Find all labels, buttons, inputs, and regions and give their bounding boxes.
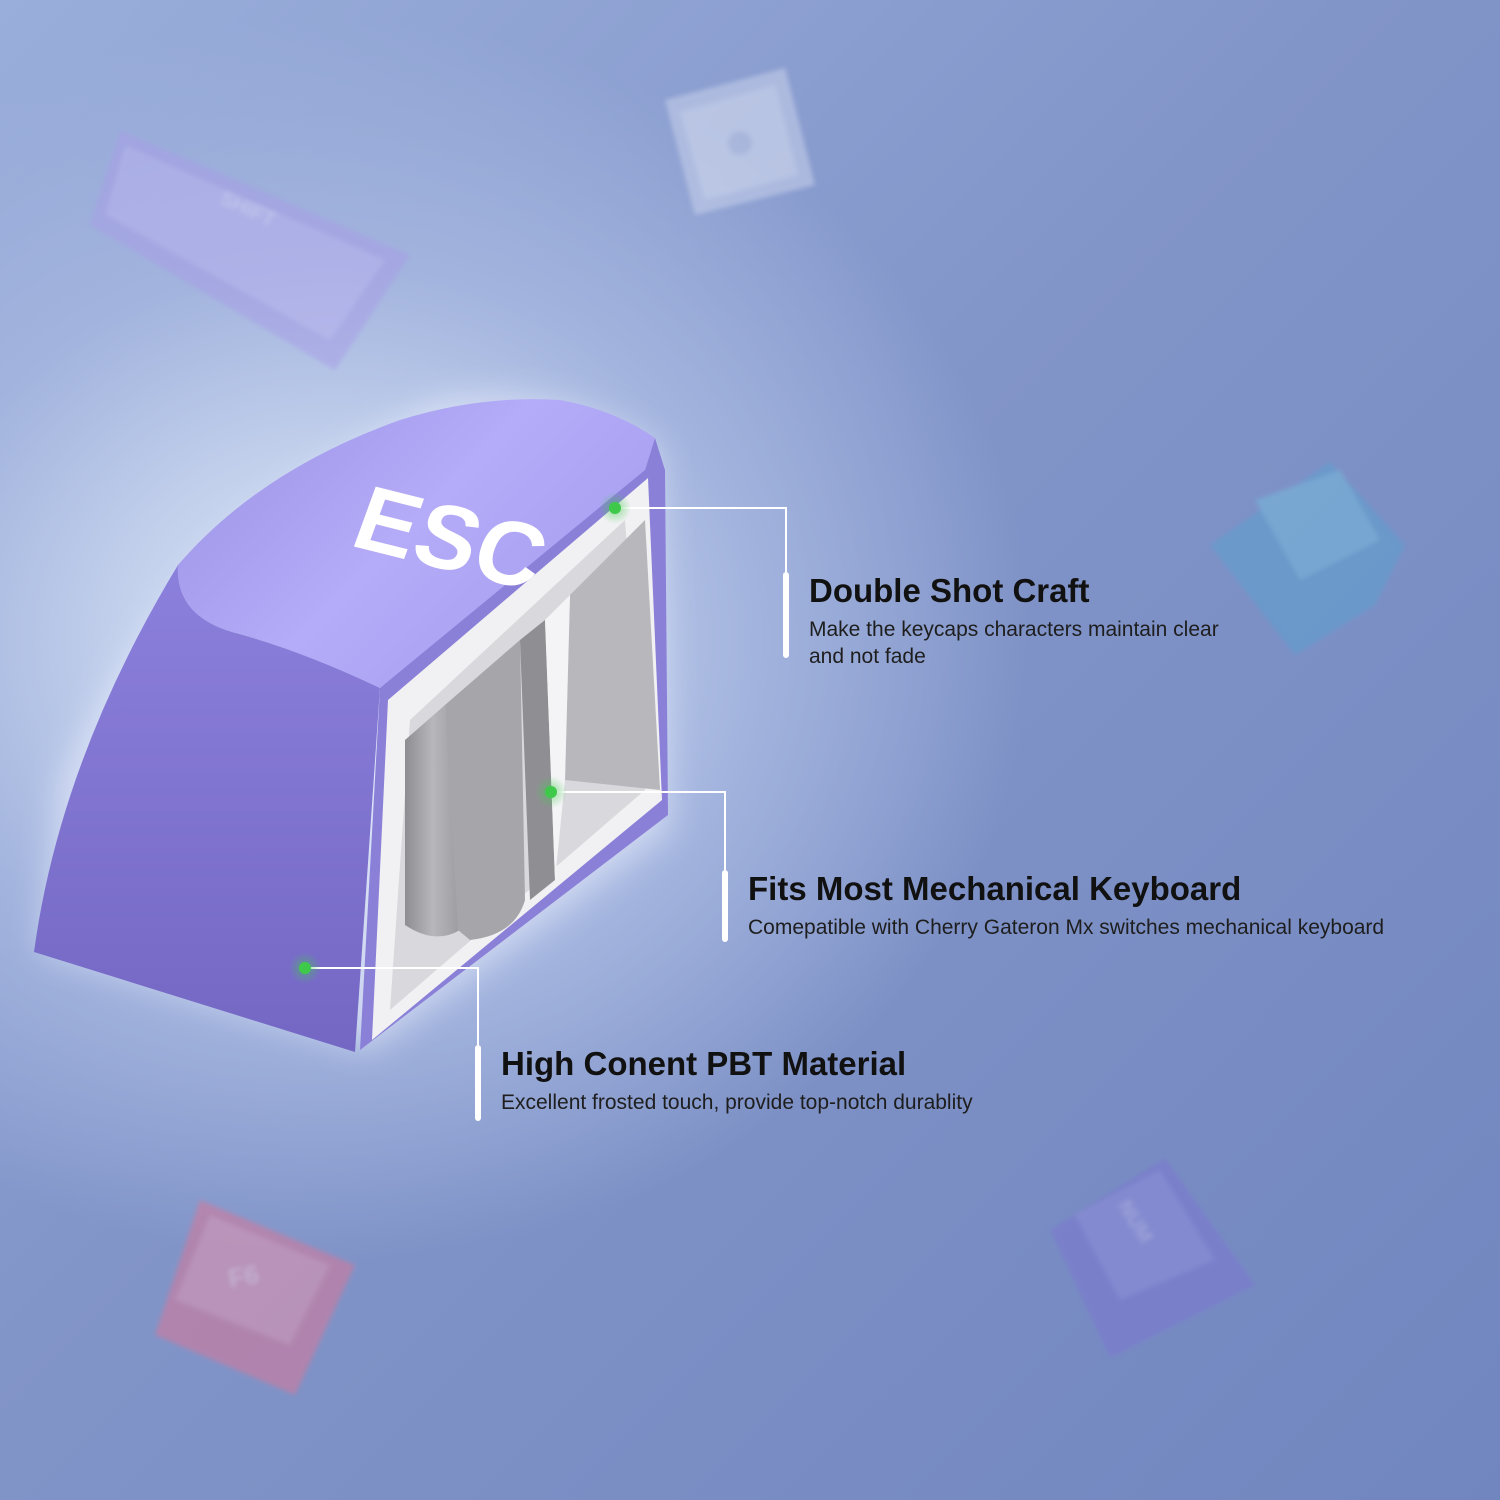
marker-pbt-material	[299, 962, 311, 974]
esc-keycap-front	[34, 565, 380, 1052]
marker-fits-keyboard	[545, 786, 557, 798]
esc-keycap-stem-right-1	[520, 620, 555, 900]
feature-title: Fits Most Mechanical Keyboard	[748, 870, 1242, 907]
esc-keycap-stem-center	[445, 640, 525, 940]
feature-title: Double Shot Craft	[809, 572, 1090, 609]
esc-keycap-stem-right-2	[565, 520, 660, 790]
leader-line-fits-keyboard	[551, 791, 726, 870]
leader-line-pbt-material	[305, 967, 479, 1045]
background-keycap-blue	[1210, 462, 1405, 655]
marker-double-shot	[609, 502, 621, 514]
callout-bar	[475, 1045, 481, 1121]
esc-keycap-top	[177, 399, 655, 688]
background-keycap-shift: SHIFT	[90, 130, 410, 370]
leader-lines	[305, 507, 787, 1045]
esc-keycap: ESC	[34, 399, 668, 1052]
feature-description: Excellent frosted touch, provide top-not…	[501, 1091, 973, 1114]
background-keycap-f6-legend: F6	[226, 1259, 261, 1294]
feature-markers	[289, 492, 631, 984]
feature-title: High Conent PBT Material	[501, 1045, 907, 1082]
callout-bar	[722, 870, 728, 942]
feature-description: Comepatible with Cherry Gateron Mx switc…	[748, 916, 1385, 939]
callout-bar	[783, 572, 789, 658]
background-keycap-num: NUM	[1050, 1158, 1255, 1358]
esc-keycap-stem-left	[405, 705, 460, 937]
leader-line-double-shot	[615, 507, 787, 572]
background-keycap-blank	[665, 68, 815, 215]
feature-description: Make the keycaps characters maintain cle…	[809, 618, 1219, 668]
background-keycap-f6: F6	[155, 1200, 355, 1395]
